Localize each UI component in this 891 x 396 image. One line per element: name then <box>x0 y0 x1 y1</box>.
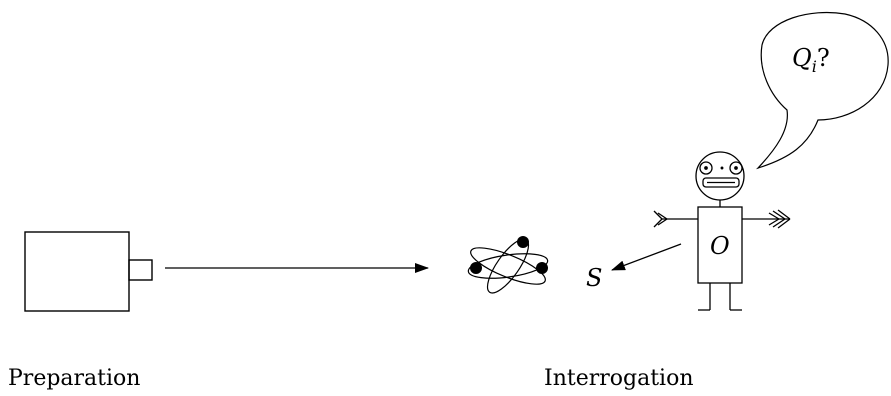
interrogation-label: Interrogation <box>544 366 694 391</box>
question-symbol: Q <box>792 44 812 72</box>
question-text: Qi? <box>792 44 830 76</box>
observer-symbol: O <box>710 232 730 260</box>
speech-bubble-icon <box>755 11 889 170</box>
preparation-label: Preparation <box>8 366 141 391</box>
observer-head <box>695 151 745 201</box>
observer-body <box>697 206 743 284</box>
question-subscript: i <box>812 57 817 76</box>
preparation-device-icon <box>24 231 153 312</box>
atom-icon <box>467 236 549 294</box>
system-symbol: S <box>586 264 602 292</box>
observer-figure-icon <box>653 151 791 311</box>
question-mark: ? <box>817 44 830 72</box>
interrogation-arrow <box>611 243 682 271</box>
